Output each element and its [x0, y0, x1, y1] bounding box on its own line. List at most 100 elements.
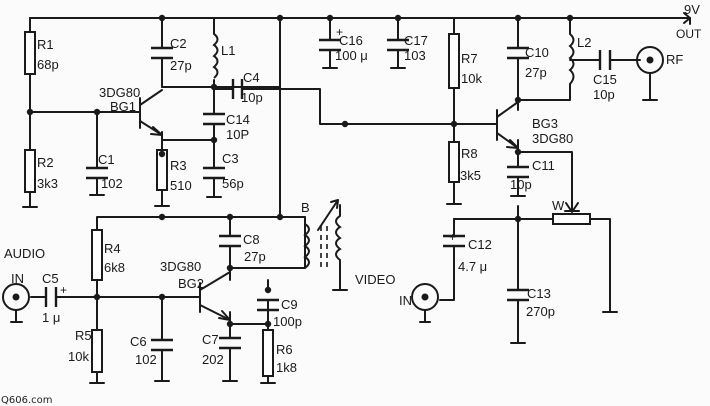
video-input-jack — [411, 283, 439, 311]
capacitor-c11 — [507, 165, 529, 179]
label-r2: R2 — [37, 155, 54, 170]
label-audio-in: IN — [11, 271, 24, 286]
resistor-r1 — [24, 31, 36, 75]
label-bg1-type: 3DG80 — [99, 85, 140, 100]
label-r7-value: 10k — [461, 71, 482, 86]
label-bg3: BG3 — [532, 116, 558, 131]
transformer-tuning-arrow — [317, 199, 339, 231]
label-r2-value: 3k3 — [37, 176, 58, 191]
transformer-primary — [303, 223, 310, 269]
label-supply-voltage: 9V — [684, 2, 700, 17]
capacitor-c10 — [507, 46, 529, 60]
label-out: OUT — [676, 27, 702, 41]
audio-input-jack — [2, 283, 30, 311]
capacitor-c1 — [86, 166, 108, 180]
resistor-r6 — [262, 329, 274, 377]
capacitor-c5 — [44, 287, 58, 307]
label-r8-value: 3k5 — [460, 168, 481, 183]
capacitor-c6 — [151, 338, 173, 352]
label-r6-value: 1k8 — [276, 360, 297, 375]
label-c11-value: 10p — [510, 177, 532, 192]
label-c10-value: 27p — [525, 65, 547, 80]
resistor-r2 — [24, 149, 36, 193]
label-c14: C14 — [226, 112, 250, 127]
transistor-bg1 — [139, 89, 163, 136]
label-w: W — [552, 198, 565, 213]
capacitor-c14 — [203, 112, 225, 126]
label-c7-value: 202 — [202, 352, 224, 367]
watermark-text: Q606.com — [1, 395, 53, 406]
label-c2-value: 27p — [170, 58, 192, 73]
polarity-plus-c16: + — [336, 25, 343, 39]
connectors — [2, 12, 691, 311]
label-c8: C8 — [243, 232, 260, 247]
label-audio: AUDIO — [4, 246, 45, 261]
label-l1: L1 — [221, 43, 235, 58]
inductors — [212, 33, 575, 270]
label-c3-value: 56p — [222, 176, 244, 191]
wiring — [10, 17, 691, 384]
resistor-r4 — [91, 229, 103, 281]
label-c15: C15 — [593, 72, 617, 87]
label-c1: C1 — [98, 152, 115, 167]
label-c17: C17 — [404, 33, 428, 48]
transformer-secondary — [335, 215, 342, 261]
label-c2: C2 — [170, 36, 187, 51]
rf-output-jack — [636, 46, 664, 74]
label-r7: R7 — [461, 51, 478, 66]
label-c17-value: 103 — [404, 48, 426, 63]
inductor-l2 — [568, 33, 575, 85]
resistor-r3 — [156, 149, 168, 191]
junction-dots — [26, 14, 574, 328]
capacitor-c8 — [219, 234, 241, 248]
transistors — [139, 89, 519, 321]
transformer-core — [320, 226, 328, 270]
potentiometer-wiper — [565, 189, 579, 213]
label-c10: C10 — [525, 45, 549, 60]
label-b: B — [301, 200, 310, 215]
label-c15-value: 10p — [593, 87, 615, 102]
label-bg2-type: 3DG80 — [160, 259, 201, 274]
label-r1: R1 — [37, 37, 54, 52]
label-c5: C5 — [42, 271, 59, 286]
label-c6-value: 102 — [135, 352, 157, 367]
label-r4-value: 6k8 — [104, 260, 125, 275]
label-c7: C7 — [202, 332, 219, 347]
label-r6: R6 — [276, 342, 293, 357]
label-bg3-type: 3DG80 — [532, 131, 573, 146]
capacitor-c12 — [443, 234, 465, 248]
label-c14-value: 10P — [226, 127, 249, 142]
capacitor-c3 — [203, 166, 225, 180]
label-c9-value: 100p — [273, 314, 302, 329]
resistor-r8 — [448, 141, 460, 183]
inductor-l1 — [212, 33, 219, 79]
resistor-r7 — [448, 33, 460, 89]
capacitor-c13 — [507, 288, 529, 302]
label-c16: C16 — [339, 33, 363, 48]
label-bg1: BG1 — [110, 99, 136, 114]
label-c4-value: 10p — [241, 90, 263, 105]
resistor-r5 — [91, 329, 103, 373]
capacitor-c9 — [257, 298, 279, 312]
label-video-in: IN — [399, 293, 412, 308]
resistors — [24, 31, 591, 377]
capacitor-c15 — [598, 50, 612, 70]
label-c6: C6 — [130, 334, 147, 349]
label-video: VIDEO — [355, 272, 395, 287]
label-r3: R3 — [170, 158, 187, 173]
capacitors — [44, 38, 612, 352]
label-r1-value: 68p — [37, 57, 59, 72]
label-c5-value: 1 μ — [42, 310, 60, 325]
label-rf: RF — [666, 52, 683, 67]
label-c1-value: 102 — [101, 176, 123, 191]
capacitor-c16 — [319, 38, 341, 52]
label-c9: C9 — [281, 297, 298, 312]
polarity-plus-c5: + — [60, 283, 67, 297]
label-r4: R4 — [104, 241, 121, 256]
transistor-bg2 — [199, 271, 231, 321]
label-c4: C4 — [243, 70, 260, 85]
label-c11: C11 — [532, 158, 555, 173]
capacitor-c2 — [151, 46, 173, 60]
